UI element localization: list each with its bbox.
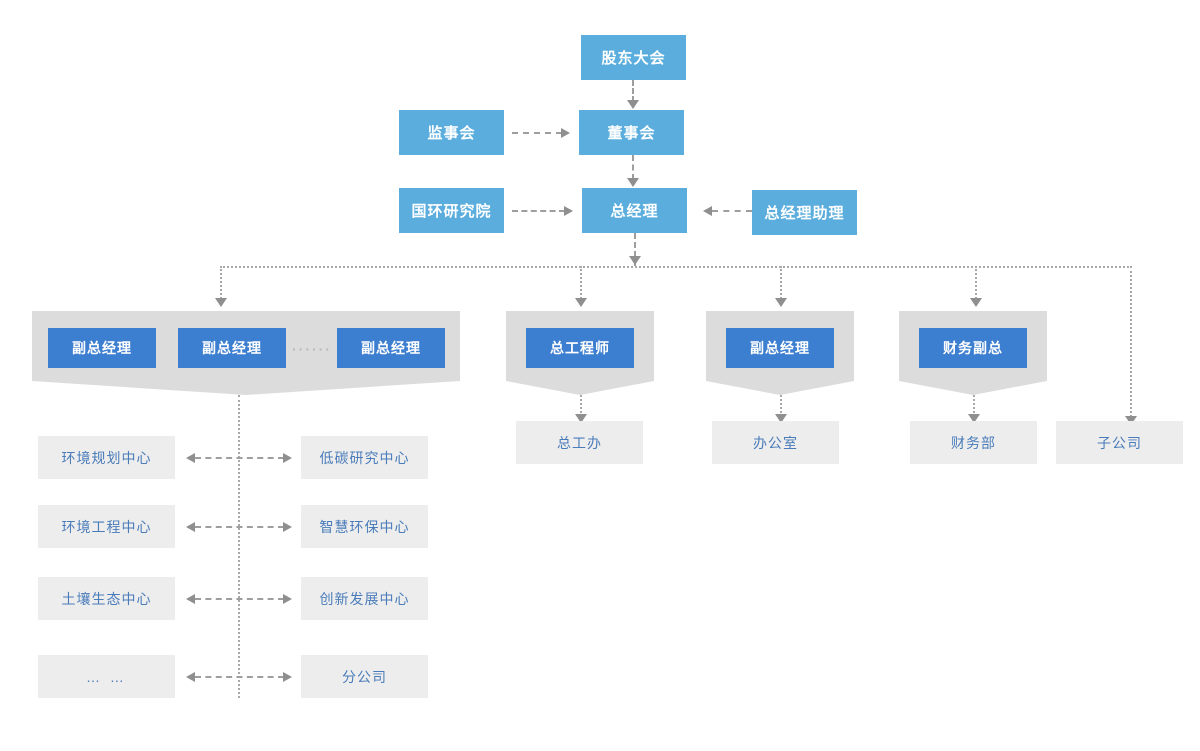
node-vp-2[interactable]: 副总经理 <box>178 328 286 368</box>
node-board-of-supervisors[interactable]: 监事会 <box>399 110 504 155</box>
connector-assistant-to-gm <box>712 210 752 212</box>
arrow-down-chief-engineer <box>575 298 587 307</box>
dept-env-engineering-center[interactable]: 环境工程中心 <box>38 505 175 548</box>
dept-low-carbon-research-center[interactable]: 低碳研究中心 <box>301 436 428 479</box>
node-chief-engineer[interactable]: 总工程师 <box>526 328 634 368</box>
node-general-manager[interactable]: 总经理 <box>582 188 687 233</box>
bus-drop-vp-group <box>220 266 222 303</box>
arrow-down-to-board <box>627 100 639 109</box>
dept-left-more[interactable]: … … <box>38 655 175 698</box>
dept-env-planning-center[interactable]: 环境规划中心 <box>38 436 175 479</box>
dept-finance[interactable]: 财务部 <box>910 421 1037 464</box>
arrow-right-to-gm <box>564 206 573 216</box>
node-gm-assistant[interactable]: 总经理助理 <box>752 190 857 235</box>
bus-drop-chief-engineer <box>580 266 582 303</box>
bus-drop-cfo <box>975 266 977 303</box>
arrow-down-cfo <box>970 298 982 307</box>
row-connector-3 <box>195 598 284 600</box>
arrow-right-row-4 <box>283 672 292 682</box>
connector-chief-engineer-to-dept <box>580 395 582 417</box>
connector-institute-to-gm <box>512 210 565 212</box>
node-cfo[interactable]: 财务副总 <box>919 328 1027 368</box>
arrow-down-gm-to-bus <box>629 256 641 265</box>
bus-drop-subsidiary <box>1130 266 1132 421</box>
node-research-institute[interactable]: 国环研究院 <box>399 188 504 233</box>
arrow-right-to-board <box>561 128 570 138</box>
banner-tab-chief-engineer <box>506 381 654 395</box>
banner-tab-cfo <box>899 381 1047 395</box>
row-connector-4 <box>195 676 284 678</box>
node-shareholders-meeting[interactable]: 股东大会 <box>581 35 686 80</box>
vp-group-ellipsis: ······ <box>292 341 332 357</box>
dept-soil-ecology-center[interactable]: 土壤生态中心 <box>38 577 175 620</box>
connector-gm-to-bus <box>634 233 636 266</box>
connector-board-to-gm <box>632 155 634 180</box>
arrow-left-row-1 <box>186 453 195 463</box>
node-vp-3[interactable]: 副总经理 <box>337 328 445 368</box>
arrow-left-row-3 <box>186 594 195 604</box>
arrow-down-subsidiary <box>1125 416 1137 425</box>
node-vp-1[interactable]: 副总经理 <box>48 328 156 368</box>
dept-branch-company[interactable]: 分公司 <box>301 655 428 698</box>
row-connector-1 <box>195 457 284 459</box>
dept-general-office[interactable]: 办公室 <box>712 421 839 464</box>
distribution-bus <box>220 266 1132 268</box>
arrow-down-chief-engineer-dept <box>575 414 587 423</box>
arrow-left-row-4 <box>186 672 195 682</box>
node-board-of-directors[interactable]: 董事会 <box>579 110 684 155</box>
arrow-down-vp-group <box>215 298 227 307</box>
connector-supervisors-to-board <box>512 132 562 134</box>
arrow-left-to-gm <box>703 206 712 216</box>
row-connector-2 <box>195 526 284 528</box>
banner-tab-vp-admin <box>706 381 854 395</box>
connector-cfo-to-dept <box>973 395 975 417</box>
arrow-down-vp-admin <box>775 298 787 307</box>
node-vp-admin[interactable]: 副总经理 <box>726 328 834 368</box>
arrow-down-to-gm <box>627 178 639 187</box>
dept-chief-engineer-office[interactable]: 总工办 <box>516 421 643 464</box>
dept-smart-environment-center[interactable]: 智慧环保中心 <box>301 505 428 548</box>
connector-vp-admin-to-dept <box>780 395 782 417</box>
dept-innovation-development-center[interactable]: 创新发展中心 <box>301 577 428 620</box>
connector-shareholders-to-board <box>632 80 634 102</box>
dept-subsidiary[interactable]: 子公司 <box>1056 421 1183 464</box>
arrow-down-cfo-dept <box>968 414 980 423</box>
bus-drop-vp-admin <box>780 266 782 303</box>
vp-group-spine <box>238 395 240 698</box>
arrow-right-row-2 <box>283 522 292 532</box>
banner-tab-vp-group <box>32 381 460 395</box>
arrow-left-row-2 <box>186 522 195 532</box>
arrow-down-vp-admin-dept <box>775 414 787 423</box>
arrow-right-row-3 <box>283 594 292 604</box>
arrow-right-row-1 <box>283 453 292 463</box>
